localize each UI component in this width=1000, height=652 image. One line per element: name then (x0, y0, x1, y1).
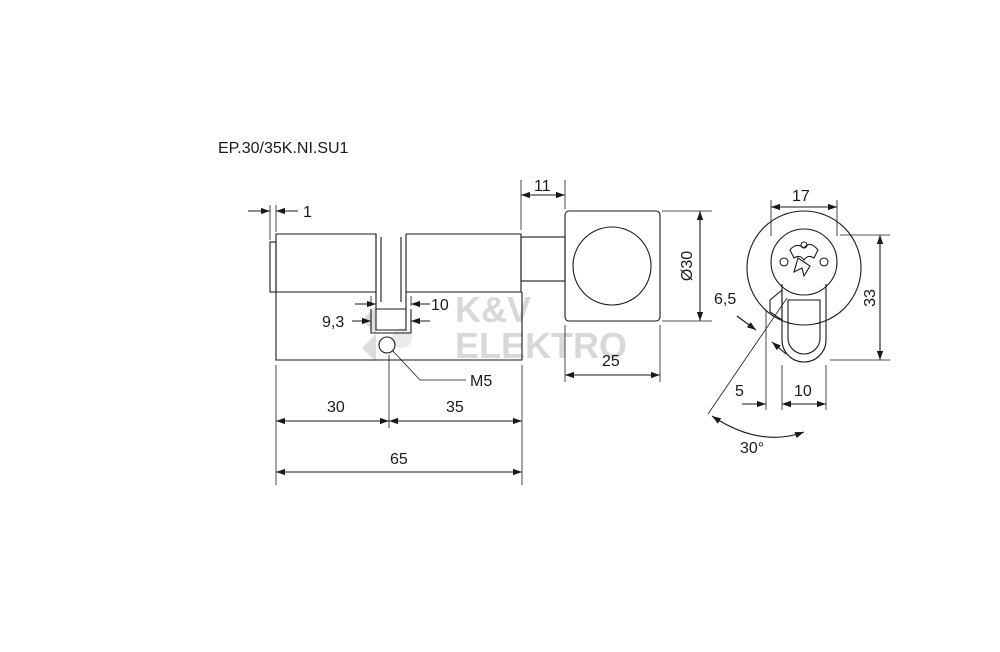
dim-knob-width: 11 (534, 178, 551, 195)
dim-knob-side-offset: 25 (602, 353, 620, 370)
dim-knob-diameter: Ø30 (679, 251, 696, 281)
dim-total-length: 65 (390, 451, 408, 468)
dim-profile-height: 33 (862, 289, 879, 307)
cylinder-side-view (269, 210, 661, 361)
dim-profile-width: 17 (792, 188, 810, 205)
dim-cam-thickness: 6,5 (714, 291, 736, 308)
watermark-logo: K&V ELEKTRO (362, 289, 627, 366)
model-code: EP.30/35K.NI.SU1 (218, 140, 349, 157)
watermark-line1: K&V (455, 289, 531, 330)
dim-cam-angle: 30° (740, 440, 764, 457)
dim-right-length: 35 (446, 399, 464, 416)
dim-left-length: 30 (327, 399, 345, 416)
dim-bottom-width: 10 (794, 383, 812, 400)
dim-slot-depth: 10 (431, 297, 449, 314)
watermark-line2: ELEKTRO (455, 325, 627, 366)
dim-slot-width: 9,3 (322, 314, 344, 331)
dim-front-offset: 1 (303, 204, 312, 221)
extension-lines (269, 180, 712, 485)
dim-screw-thread: M5 (470, 373, 492, 390)
end-view-dimensions (707, 200, 890, 439)
dim-cam-offset: 5 (735, 383, 744, 400)
dimension-lines (248, 191, 704, 476)
cylinder-end-view (746, 210, 862, 363)
